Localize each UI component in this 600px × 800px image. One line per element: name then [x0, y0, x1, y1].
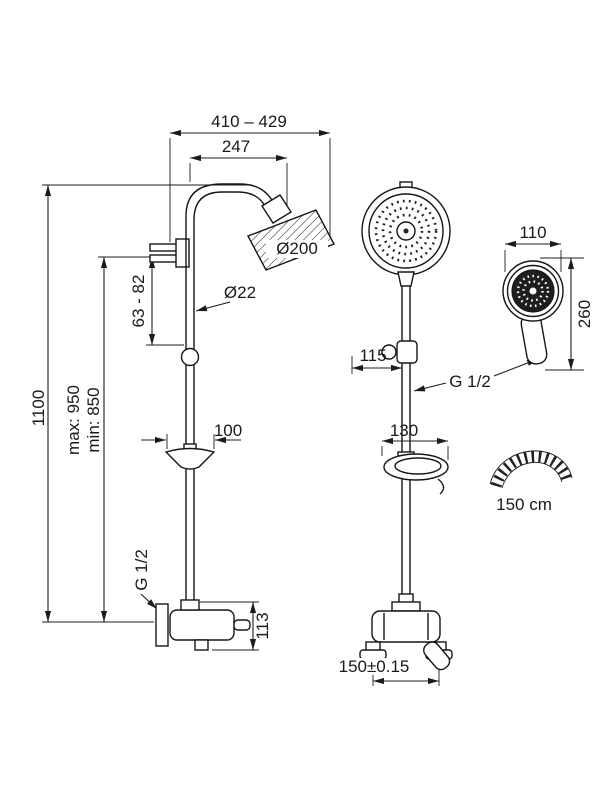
head-collar: [397, 271, 415, 287]
hose-detail: 150 cm: [489, 450, 573, 514]
dim-mixer-height: 113: [253, 612, 272, 639]
riser-pipe-front: [401, 286, 411, 600]
dim-min-height: min: 850: [84, 387, 103, 452]
riser-pipe-side: [185, 252, 195, 600]
dim-hand-shower-width: 110: [519, 223, 546, 242]
ball-joint: [180, 347, 200, 367]
wall-bracket: [149, 238, 190, 268]
side-view-extension-lines: [42, 138, 331, 651]
dim-pipe-diameter: Ø22: [224, 283, 256, 302]
front-view-dimension-lines: [330, 358, 539, 685]
dim-connection-spacing: 150±0.15: [339, 657, 410, 676]
hand-shower-extension-lines: [504, 250, 584, 371]
soap-dish-front: [383, 451, 449, 495]
overhead-shower-front: [361, 186, 451, 276]
dim-max-height: max: 950: [64, 385, 83, 455]
mixer-side: [155, 599, 251, 651]
diverter-dish-side: [164, 443, 216, 470]
dim-head-reach: 247: [222, 137, 250, 156]
mixer-handle: [423, 641, 451, 671]
overhead-shower-side: Ø200: [247, 209, 335, 271]
hand-shower-center-dot: [529, 287, 537, 295]
hand-shower-head: [502, 260, 564, 322]
dim-total-width: 410 – 429: [211, 112, 287, 131]
thread-label-front: G 1/2: [449, 372, 491, 391]
dim-head-diameter: Ø200: [276, 239, 318, 258]
dim-holder-offset: 115: [359, 346, 386, 365]
dim-head-drop: 63 - 82: [129, 275, 148, 328]
dim-diverter-width: 100: [214, 421, 242, 440]
mixer-front: [359, 593, 453, 671]
front-view: 115 G 1/2 130 150±0.15: [330, 181, 539, 686]
dim-total-height: 1100: [29, 390, 48, 427]
dim-hand-shower-length: 260: [575, 300, 594, 328]
side-view-dimension-lines: [44, 129, 330, 650]
hand-shower-detail: 110 260: [502, 223, 594, 371]
gooseneck-arc: [185, 183, 292, 252]
hand-shower-dimension-lines: [505, 240, 575, 370]
side-view: Ø200 410 – 429 247 Ø22 63 - 82 1100 max:…: [29, 112, 335, 651]
slider-holder: [381, 340, 418, 364]
dim-soap-dish-width: 130: [390, 421, 418, 440]
shower-hose: [490, 451, 573, 488]
thread-label-side: G 1/2: [132, 549, 151, 591]
hose-length-label: 150 cm: [496, 495, 552, 514]
head-center-dot: [403, 228, 409, 234]
